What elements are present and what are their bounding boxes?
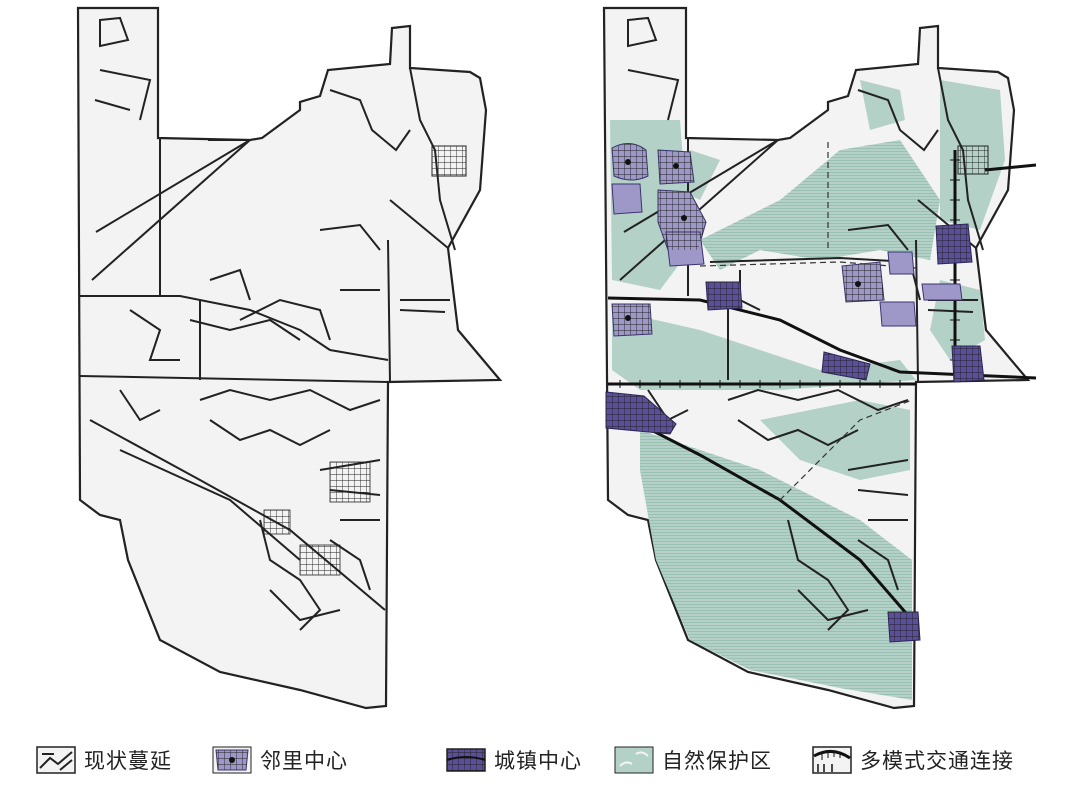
nature-swatch-icon xyxy=(614,746,654,774)
boundary xyxy=(76,6,503,710)
existing-grid-blocks xyxy=(263,145,467,576)
neighborhood-center-dots xyxy=(625,159,861,321)
legend-label: 城镇中心 xyxy=(494,749,582,773)
transit-swatch-icon xyxy=(812,746,852,774)
legend: 现状蔓延 邻里中心 城镇中心 自然 xyxy=(30,738,1050,782)
legend-neighborhood-center: 邻里中心 xyxy=(212,738,348,782)
legend-existing-sprawl: 现状蔓延 xyxy=(36,738,172,782)
existing-sprawl-map xyxy=(76,6,503,710)
town-swatch-icon xyxy=(446,746,486,774)
transit-lines xyxy=(607,150,1037,621)
road-network xyxy=(79,16,456,631)
neighborhood-swatch-icon xyxy=(212,746,252,774)
legend-town-center: 城镇中心 xyxy=(446,738,582,782)
road-swatch-icon xyxy=(36,746,76,774)
town-center-grids xyxy=(606,145,989,642)
road-network xyxy=(619,16,984,631)
legend-label: 现状蔓延 xyxy=(84,749,172,773)
planned-map xyxy=(602,6,1037,710)
legend-label: 邻里中心 xyxy=(260,749,348,773)
legend-multimodal-transit: 多模式交通连接 xyxy=(812,738,1014,782)
legend-label: 多模式交通连接 xyxy=(860,749,1014,773)
legend-nature-reserve: 自然保护区 xyxy=(614,738,772,782)
legend-label: 自然保护区 xyxy=(662,749,772,773)
nature-hatching xyxy=(640,140,940,700)
maps-canvas xyxy=(76,6,1037,710)
